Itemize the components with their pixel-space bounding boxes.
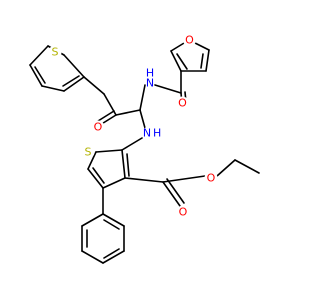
ch-ketone-bond bbox=[115, 109, 141, 116]
furan-double-bond-inner bbox=[176, 53, 188, 70]
furan-bond bbox=[170, 50, 182, 72]
ester-co-bond bbox=[162, 175, 206, 183]
label-mask bbox=[48, 45, 62, 59]
top-thiophene-bond bbox=[83, 76, 105, 95]
phenyl-bond bbox=[81, 213, 104, 227]
furan-double-bond-inner bbox=[200, 53, 204, 69]
ketone-oxygen-label: O bbox=[94, 121, 103, 134]
label-mask-layer bbox=[48, 33, 218, 219]
ch-amine-bond bbox=[139, 109, 146, 129]
label-mask bbox=[176, 205, 190, 219]
lower-thiophene-bond bbox=[95, 149, 123, 153]
ring-ester-bond bbox=[124, 177, 164, 183]
amide-cn-bond bbox=[154, 84, 182, 94]
atom-label-layer: O O H N S O N H S O O bbox=[52, 34, 216, 219]
top-thiophene-bond bbox=[29, 45, 49, 66]
bond-layer bbox=[29, 39, 260, 264]
label-mask bbox=[176, 96, 189, 110]
ester-ether-oxygen-label: O bbox=[207, 172, 216, 185]
ketone-carbonyl-double-bond bbox=[97, 110, 115, 122]
amine-nitrogen-label: N bbox=[143, 127, 151, 140]
phenyl-bond bbox=[81, 250, 104, 264]
ester-carbonyl-oxygen-label: O bbox=[179, 206, 188, 219]
amide-nitrogen-label: N bbox=[146, 77, 154, 90]
phenyl-bond bbox=[102, 213, 125, 227]
lower-thiophene-bond bbox=[121, 149, 126, 179]
lower-thiophene-double-bond-inner bbox=[92, 167, 105, 184]
amide-nitrogen-hydrogen-label: H bbox=[146, 67, 154, 80]
ester-carbonyl-double-bond bbox=[166, 178, 185, 204]
top-thiophene-bond bbox=[63, 76, 85, 92]
amide-nch-bond bbox=[139, 84, 146, 111]
top-thiophene-bond bbox=[41, 85, 65, 92]
furan-oxygen-label: O bbox=[185, 34, 194, 47]
molecule-diagram: O O H N S O N H S O O bbox=[29, 33, 260, 264]
lower-thiophene-bond bbox=[87, 151, 97, 170]
lower-thiophene-bond bbox=[102, 177, 126, 189]
ketone-thiophene-bond bbox=[103, 93, 117, 116]
label-mask bbox=[91, 120, 105, 134]
lower-thiophene-bond bbox=[87, 168, 104, 189]
amine-hydrogen-label: H bbox=[153, 127, 161, 140]
top-thiophene-bond bbox=[63, 54, 85, 78]
top-thiophene-double-bond-inner bbox=[34, 66, 46, 84]
phenyl-bond bbox=[102, 250, 125, 264]
amide-oxygen-label: O bbox=[178, 97, 187, 110]
ethyl-bond bbox=[234, 159, 260, 174]
label-mask bbox=[81, 145, 95, 159]
phenyl-double-bond-inner bbox=[103, 248, 120, 259]
structure-canvas: O O H N S O N H S O O bbox=[29, 33, 260, 264]
furan-bond bbox=[205, 49, 210, 72]
ester-carbonyl-bond bbox=[162, 181, 181, 207]
top-thiophene-double-bond-inner bbox=[62, 75, 80, 87]
lower-thiophene-double-bond-inner bbox=[126, 153, 130, 177]
top-thiophene-sulfur-label: S bbox=[52, 46, 59, 59]
top-thiophene-bond bbox=[29, 64, 43, 87]
label-mask bbox=[204, 171, 218, 185]
amine-ring-bond bbox=[121, 137, 143, 151]
ethyl-bond bbox=[216, 159, 236, 177]
phenyl-double-bond-inner bbox=[103, 219, 120, 230]
label-mask bbox=[142, 126, 156, 140]
ring-thiophene-sulfur-label: S bbox=[85, 146, 92, 159]
label-mask bbox=[143, 71, 157, 85]
label-mask bbox=[183, 33, 196, 47]
